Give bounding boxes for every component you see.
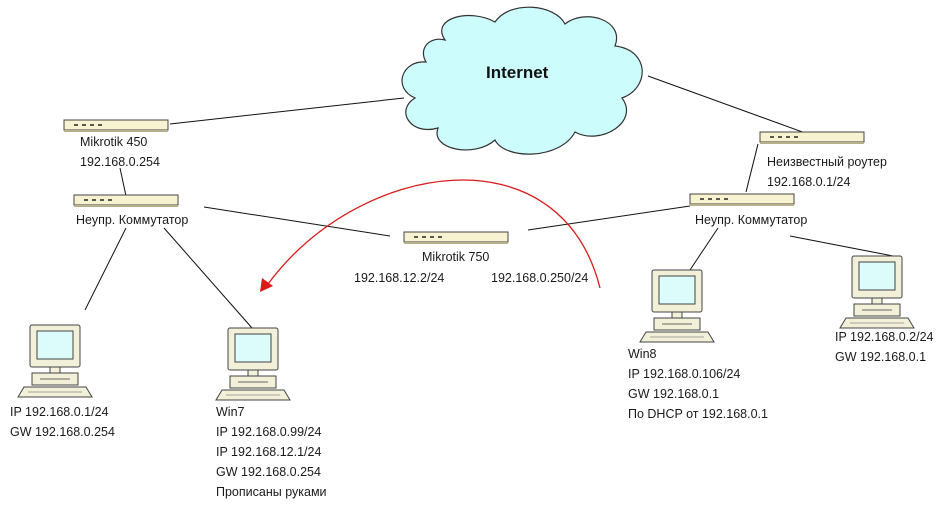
mikrotik750-ip-left-text: 192.168.12.2/24	[354, 271, 445, 285]
mikrotik750-ip-right: 192.168.0.250/24	[491, 268, 588, 288]
win7-line: Прописаны руками	[216, 485, 327, 499]
computer-pc1-icon	[17, 324, 93, 398]
mikrotik750-ip-right-text: 192.168.0.250/24	[491, 271, 589, 285]
pc4-line: GW 192.168.0.1	[835, 350, 927, 364]
link-unknown-router-switch-right	[745, 143, 759, 193]
link-mikrotik450-switch-left	[119, 167, 127, 197]
link-mikrotik750-switch-right	[527, 205, 691, 231]
win8-line: GW 192.168.0.1	[628, 387, 720, 401]
arrow-head-icon	[260, 278, 273, 292]
unknown-router-ip: 192.168.0.1/24	[767, 175, 851, 189]
pc1-line: GW 192.168.0.254	[10, 425, 115, 439]
mikrotik750-name: Mikrotik 750	[422, 250, 490, 264]
unknown-router-label: Неизвестный роутер 192.168.0.1/24	[767, 152, 887, 192]
device-mikrotik450	[63, 119, 169, 133]
link-internet-unknown-router	[647, 75, 809, 135]
device-switch-left	[73, 194, 179, 208]
red-arrow	[260, 179, 601, 292]
win8-line: Win8	[628, 347, 657, 361]
link-switch-left-pc1	[84, 227, 127, 311]
mikrotik750-label: Mikrotik 750	[422, 247, 489, 267]
pc1-line: IP 192.168.0.1/24	[10, 405, 109, 419]
win7-line: GW 192.168.0.254	[216, 465, 321, 479]
device-unknown-router	[759, 131, 865, 145]
computer-pc4-icon	[839, 255, 915, 329]
computer-win8-icon	[639, 269, 715, 343]
link-mikrotik450-internet	[169, 97, 405, 125]
win8-line: IP 192.168.0.106/24	[628, 367, 741, 381]
win7-line: IP 192.168.0.99/24	[216, 425, 322, 439]
pc1-label: IP 192.168.0.1/24 GW 192.168.0.254	[10, 402, 115, 442]
win7-line: Win7	[216, 405, 245, 419]
switch-right-label: Неупр. Коммутатор	[695, 210, 807, 230]
link-switch-left-mikrotik750	[203, 206, 391, 237]
device-switch-right	[689, 193, 795, 207]
device-mikrotik750	[403, 231, 509, 245]
mikrotik450-name: Mikrotik 450	[80, 135, 148, 149]
switch-left-label: Неупр. Коммутатор	[76, 210, 188, 230]
mikrotik450-ip: 192.168.0.254	[80, 155, 160, 169]
mikrotik450-label: Mikrotik 450 192.168.0.254	[80, 132, 160, 172]
link-switch-right-pc4	[789, 235, 894, 257]
win8-line: По DHCP от 192.168.0.1	[628, 407, 768, 421]
win8-label: Win8 IP 192.168.0.106/24 GW 192.168.0.1 …	[628, 344, 768, 424]
pc4-line: IP 192.168.0.2/24	[835, 330, 934, 344]
win7-label: Win7 IP 192.168.0.99/24 IP 192.168.12.1/…	[216, 402, 327, 502]
switch-left-name: Неупр. Коммутатор	[76, 213, 189, 227]
win7-line: IP 192.168.12.1/24	[216, 445, 322, 459]
switch-right-name: Неупр. Коммутатор	[695, 213, 808, 227]
pc4-label: IP 192.168.0.2/24 GW 192.168.0.1	[835, 327, 933, 367]
link-switch-left-win7	[163, 227, 253, 329]
mikrotik750-ip-left: 192.168.12.2/24	[354, 268, 444, 288]
link-switch-right-win8	[689, 227, 719, 271]
computer-win7-icon	[215, 327, 291, 401]
internet-cloud: Internet	[401, 6, 643, 155]
internet-label: Internet	[486, 63, 549, 82]
connections	[84, 75, 894, 329]
unknown-router-name: Неизвестный роутер	[767, 155, 887, 169]
